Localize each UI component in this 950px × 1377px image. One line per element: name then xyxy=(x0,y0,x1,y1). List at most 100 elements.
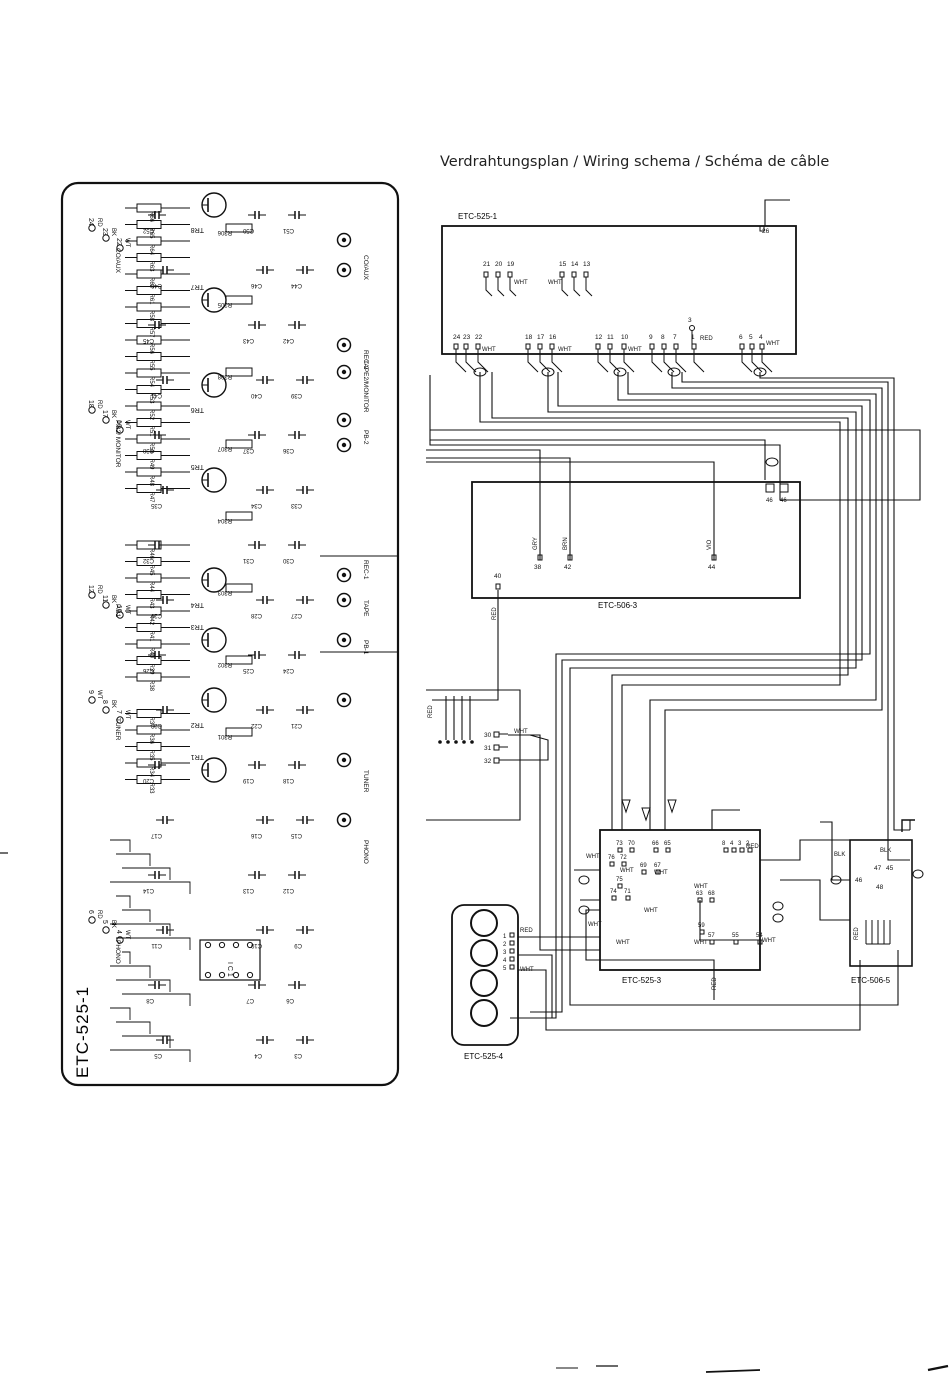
wire-color-label: WHT xyxy=(514,280,528,286)
pin-number: 1 xyxy=(503,934,507,940)
pin-pad xyxy=(617,883,623,889)
pin-wire xyxy=(527,349,539,373)
pin-pad xyxy=(747,847,753,853)
pin-pad xyxy=(509,940,515,946)
wire-color-label: WHT xyxy=(482,347,496,353)
pin-number: 6 xyxy=(739,334,743,341)
capacitor-label: C5 xyxy=(154,1052,162,1058)
wire-run xyxy=(547,372,899,1006)
resistor-label: R36 xyxy=(148,733,154,745)
resistor-label: R33 xyxy=(148,783,154,795)
terminal-color: BK xyxy=(110,228,116,236)
pin-pad xyxy=(509,932,515,938)
wire-run xyxy=(518,954,553,1018)
pin-number: 10 xyxy=(621,334,629,341)
wire-run xyxy=(479,372,841,830)
jack-center xyxy=(341,817,347,823)
pin-pad xyxy=(779,483,789,493)
pin-pad xyxy=(655,869,661,875)
capacitor-label: C28 xyxy=(250,612,262,618)
pcb-trace xyxy=(110,1007,131,1020)
wire-run xyxy=(820,821,850,881)
pin-pad xyxy=(493,757,500,764)
pin-pad xyxy=(711,554,717,561)
pin-number: 9 xyxy=(649,334,653,341)
wire-run xyxy=(627,372,877,830)
ic-pin xyxy=(232,971,240,979)
pin-pad xyxy=(733,939,739,945)
pin-number: 55 xyxy=(732,933,739,939)
transistor-label: TR5 xyxy=(191,463,204,470)
resistor-label: R44 xyxy=(148,581,154,593)
pin-wire xyxy=(561,277,569,297)
capacitor-label: C39 xyxy=(290,392,302,398)
pin-wire xyxy=(693,349,705,373)
pin-wire xyxy=(539,349,551,373)
terminal-color: RD xyxy=(96,218,102,227)
capacitor-label: C45 xyxy=(142,337,154,343)
capacitor-label: C7 xyxy=(246,997,254,1003)
pcb-trace xyxy=(116,979,171,992)
pin-pad xyxy=(739,847,745,853)
terminal-pad xyxy=(88,591,96,599)
jack-center xyxy=(341,697,347,703)
terminal-pad xyxy=(88,696,96,704)
capacitor-label: C34 xyxy=(250,502,262,508)
ic-pin xyxy=(204,941,212,949)
pin-pad xyxy=(493,731,500,738)
pin-number: 7 xyxy=(673,334,677,341)
wire-end xyxy=(438,740,442,744)
ic-pin xyxy=(218,941,226,949)
wire-run xyxy=(764,199,790,226)
resistor-label: R65 xyxy=(148,228,154,240)
pin-wire xyxy=(455,349,467,373)
pin-number: 14 xyxy=(571,261,579,268)
pin-number: 18 xyxy=(525,334,533,341)
board-etc-525-3: ETC-525-3 xyxy=(599,829,761,985)
grommet xyxy=(473,367,487,377)
pin-number: 32 xyxy=(484,758,492,765)
pcb-board xyxy=(60,181,400,1087)
resistor-label: R50 xyxy=(148,442,154,454)
pin-number: 5 xyxy=(503,966,507,972)
resistor xyxy=(225,223,253,233)
pin-pad xyxy=(595,343,601,350)
resistor xyxy=(225,655,253,665)
pin-pad xyxy=(559,271,565,278)
pin-wire xyxy=(477,349,489,373)
pin-number: 3 xyxy=(503,950,507,956)
pin-number: 57 xyxy=(708,933,715,939)
input-label: PHONO xyxy=(114,940,121,964)
capacitor-label: C52 xyxy=(142,227,154,233)
pin-number: 1 xyxy=(691,334,695,341)
pcb-trace xyxy=(122,993,191,1006)
jack-label: TAPE2/MONITOR xyxy=(362,360,369,413)
wire-end xyxy=(454,740,458,744)
pin-number: 67 xyxy=(654,863,661,869)
wire-color-label: WHT xyxy=(514,729,528,735)
jack-center xyxy=(341,237,347,243)
wire-color-label: WHT xyxy=(558,347,572,353)
wire-color-label: WHT xyxy=(616,940,630,946)
wire-color-label: WHT xyxy=(588,922,602,928)
pin-pad xyxy=(509,956,515,962)
jack xyxy=(336,262,352,278)
etc-525-1-label: ETC-525-1 xyxy=(458,212,498,221)
jack xyxy=(336,592,352,608)
terminal-pad xyxy=(102,601,110,609)
capacitor-label: C25 xyxy=(242,667,254,673)
resistor-label: R63 xyxy=(148,261,154,273)
pin-pad xyxy=(567,554,573,561)
input-label: TUNER xyxy=(114,718,121,741)
etc-525-4-label: ETC-525-4 xyxy=(464,1052,504,1061)
wire-run xyxy=(426,457,571,560)
capacitor-label: C4 xyxy=(254,1052,262,1058)
capacitor-label: C22 xyxy=(250,722,262,728)
pin-number: 69 xyxy=(640,863,647,869)
terminal-pad xyxy=(116,716,124,724)
jack-center xyxy=(341,757,347,763)
pcb-trace xyxy=(116,895,131,908)
ic-pin xyxy=(246,941,254,949)
wire-color-label: WHT xyxy=(694,940,708,946)
